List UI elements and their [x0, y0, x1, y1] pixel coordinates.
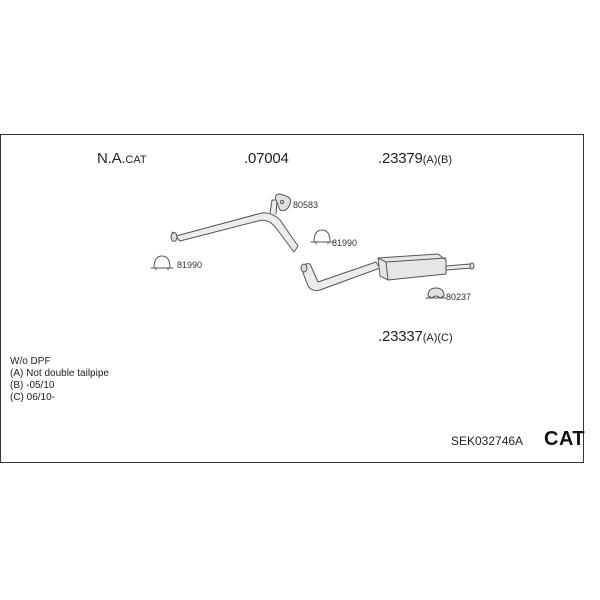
label-part-23379: .23379(A)(B) — [378, 150, 453, 167]
label-part-07004: .07004 — [244, 150, 289, 167]
label-clamp-81990-left: 81990 — [177, 260, 203, 270]
note-line: (C) 06/10- — [10, 392, 56, 403]
kit-number: SEK032746A — [451, 434, 524, 448]
note-line: W/o DPF — [10, 356, 51, 367]
label-clamp-80237: 80237 — [446, 292, 472, 302]
clamp-80237-icon — [425, 287, 447, 299]
label-part-23337: .23337(A)(C) — [378, 328, 453, 345]
tailpipe — [445, 262, 475, 271]
front-pipe — [170, 199, 299, 253]
category-label: CAT — [544, 428, 586, 450]
diagram-frame — [0, 134, 584, 463]
clamp-81990-right-icon — [310, 229, 334, 245]
note-line: (A) Not double tailpipe — [10, 368, 109, 379]
note-line: (B) -05/10 — [10, 380, 55, 391]
label-clamp-81990-right: 81990 — [332, 238, 358, 248]
notes-block: W/o DPF (A) Not double tailpipe (B) -05/… — [10, 356, 109, 404]
clamp-81990-left-icon — [150, 255, 174, 271]
hanger-80583-icon — [275, 193, 291, 212]
middle-pipe — [300, 261, 381, 291]
label-na-cat: N.A.CAT — [97, 150, 147, 167]
label-clamp-80583: 80583 — [293, 200, 319, 210]
rear-silencer — [377, 253, 447, 281]
